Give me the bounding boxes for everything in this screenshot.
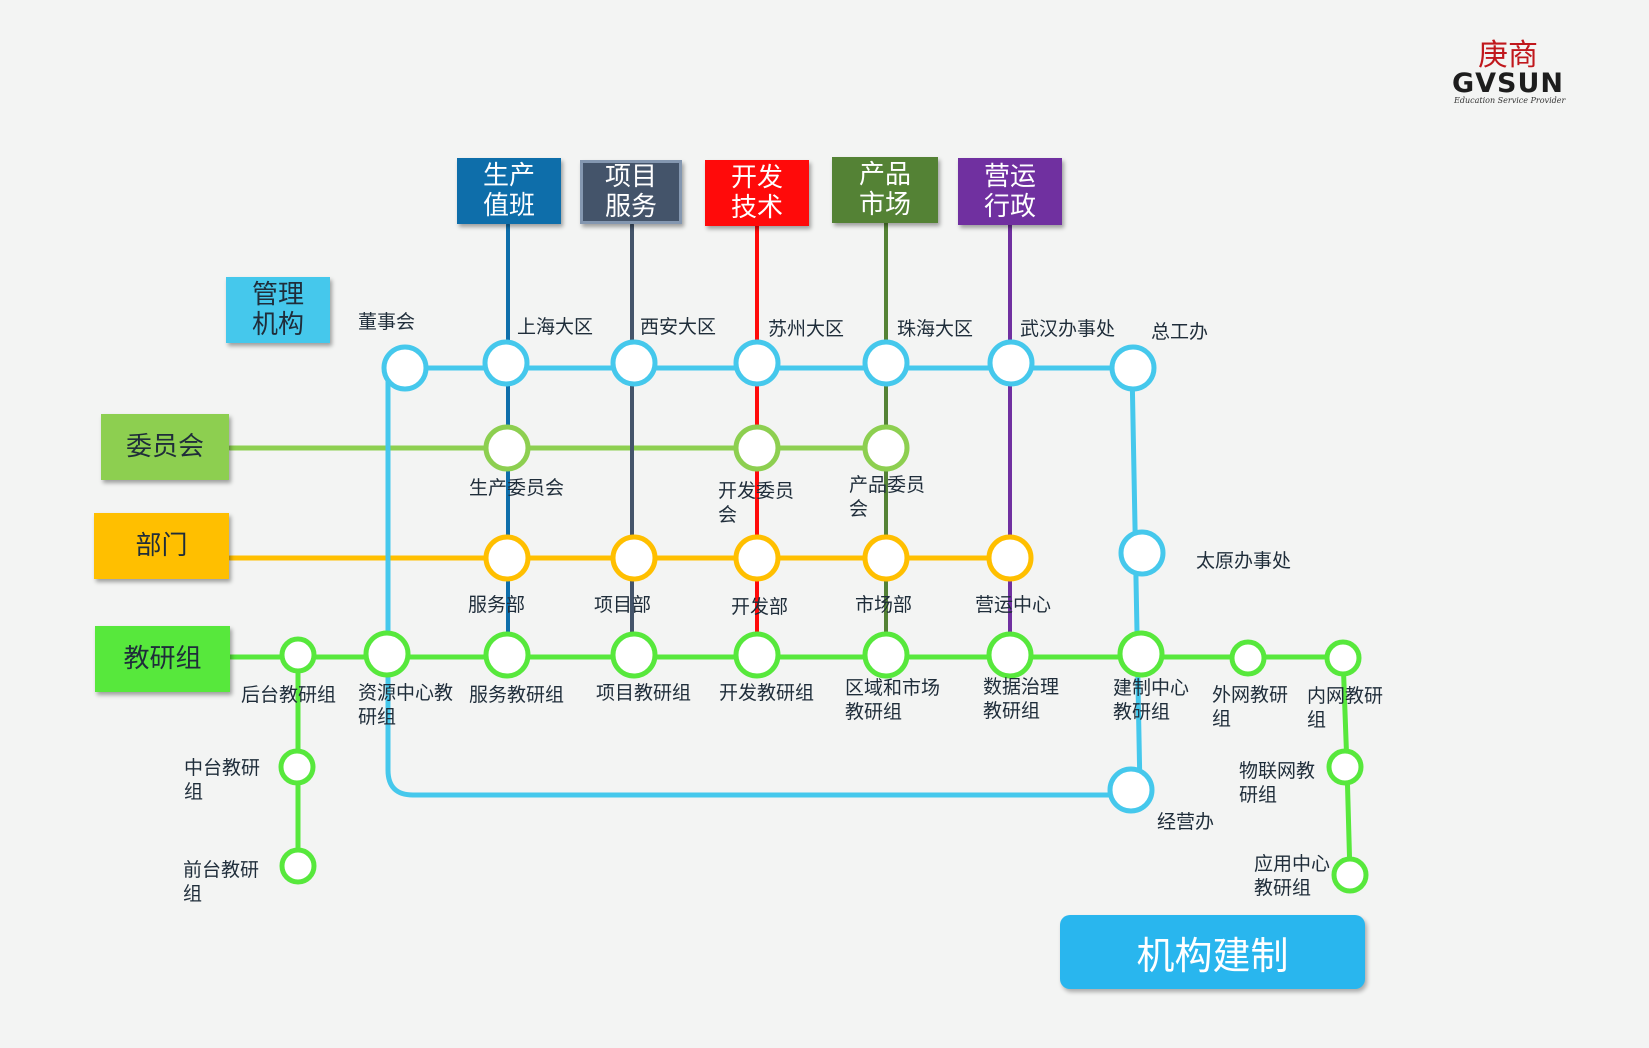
station-board[interactable] <box>381 344 429 392</box>
category-dept: 部门 <box>94 513 229 579</box>
station-label-project-dept: 项目部 <box>594 594 652 616</box>
station-label-app-grp: 应用中心 教研组 <box>1254 853 1331 899</box>
station-label-project-grp: 项目教研组 <box>596 682 692 704</box>
category-research: 教研组 <box>95 626 230 692</box>
station-label-service-dept: 服务部 <box>468 594 526 616</box>
station-zhuhai[interactable] <box>862 339 910 387</box>
line-mgmt-loop <box>385 365 1133 798</box>
station-jingying[interactable] <box>1107 766 1155 814</box>
station-dev-dept[interactable] <box>733 534 781 582</box>
org-metro-diagram: 庚商 GVSUN Education Service Provider 生产 值… <box>94 30 1568 989</box>
station-label-intranet-grp: 内网教研 组 <box>1307 685 1384 731</box>
station-project-grp[interactable] <box>610 631 658 679</box>
station-label-suzhou: 苏州大区 <box>768 318 845 340</box>
station-label-board: 董事会 <box>358 311 416 333</box>
station-market-dept[interactable] <box>862 534 910 582</box>
station-zonggong[interactable] <box>1109 344 1157 392</box>
line-box-prod: 生产 值班 <box>457 158 561 224</box>
logo-tagline: Education Service Provider <box>1454 96 1566 105</box>
station-label-zonggong: 总工办 <box>1151 321 1209 343</box>
category-mgmt: 管理 机构 <box>226 277 330 343</box>
station-label-prod-com: 生产委员会 <box>469 477 565 499</box>
station-project-dept[interactable] <box>610 534 658 582</box>
station-label-ops-center: 营运中心 <box>975 594 1052 616</box>
logo-chinese: 庚商 <box>1478 38 1538 73</box>
station-label-iot-grp: 物联网教 研组 <box>1239 760 1316 806</box>
station-label-front-grp: 前台教研 组 <box>183 859 260 905</box>
metro-map <box>227 221 1369 894</box>
station-xian[interactable] <box>610 339 658 387</box>
station-label-data-grp: 数据治理 教研组 <box>983 676 1060 722</box>
station-label-jingying: 经营办 <box>1157 811 1215 833</box>
line-box-dev: 开发 技术 <box>705 160 809 226</box>
station-label-dev-grp: 开发教研组 <box>719 682 815 704</box>
station-front-grp[interactable] <box>279 847 317 885</box>
station-label-middle-grp: 中台教研 组 <box>184 757 261 803</box>
station-service-grp[interactable] <box>483 631 531 679</box>
station-backend-grp[interactable] <box>279 636 317 674</box>
station-dev-com[interactable] <box>733 424 781 472</box>
station-label-xian: 西安大区 <box>640 316 717 338</box>
station-build-grp[interactable] <box>1117 630 1165 678</box>
station-shanghai[interactable] <box>482 339 530 387</box>
category-committee: 委员会 <box>101 414 229 480</box>
station-iot-grp[interactable] <box>1326 748 1364 786</box>
line-box-proj: 项目 服务 <box>580 160 682 224</box>
station-app-grp[interactable] <box>1331 856 1369 894</box>
line-box-ops: 营运 行政 <box>958 158 1062 225</box>
station-wuhan[interactable] <box>987 339 1035 387</box>
station-region-grp[interactable] <box>862 631 910 679</box>
station-label-resource-grp: 资源中心教 研组 <box>358 682 454 728</box>
station-suzhou[interactable] <box>733 339 781 387</box>
station-extnet-grp[interactable] <box>1229 639 1267 677</box>
station-prod-com[interactable] <box>483 424 531 472</box>
station-service-dept[interactable] <box>483 534 531 582</box>
logo-english: GVSUN <box>1452 68 1565 99</box>
station-label-taiyuan: 太原办事处 <box>1196 550 1292 572</box>
station-label-prod-mkt-com: 产品委员 会 <box>849 474 926 520</box>
station-label-shanghai: 上海大区 <box>517 316 594 338</box>
station-label-build-grp: 建制中心 教研组 <box>1113 677 1190 723</box>
station-middle-grp[interactable] <box>278 748 316 786</box>
station-taiyuan[interactable] <box>1118 529 1166 577</box>
station-label-zhuhai: 珠海大区 <box>897 318 974 340</box>
station-label-market-dept: 市场部 <box>855 594 913 616</box>
station-label-dev-dept: 开发部 <box>731 596 789 618</box>
station-dev-grp[interactable] <box>733 631 781 679</box>
station-label-dev-com: 开发委员 会 <box>718 480 795 526</box>
station-data-grp[interactable] <box>986 631 1034 679</box>
station-intranet-grp[interactable] <box>1324 639 1362 677</box>
line-box-product: 产品 市场 <box>832 157 938 223</box>
station-label-wuhan: 武汉办事处 <box>1020 318 1116 340</box>
station-label-service-grp: 服务教研组 <box>469 684 565 706</box>
station-ops-center[interactable] <box>986 534 1034 582</box>
station-resource-grp[interactable] <box>363 630 411 678</box>
station-prod-mkt-com[interactable] <box>862 424 910 472</box>
title-button[interactable]: 机构建制 <box>1060 915 1365 989</box>
gvsun-logo: 庚商 GVSUN Education Service Provider <box>1452 30 1568 110</box>
station-label-region-grp: 区域和市场 教研组 <box>845 677 941 723</box>
station-label-backend-grp: 后台教研组 <box>241 684 337 706</box>
station-label-extnet-grp: 外网教研 组 <box>1212 684 1289 730</box>
